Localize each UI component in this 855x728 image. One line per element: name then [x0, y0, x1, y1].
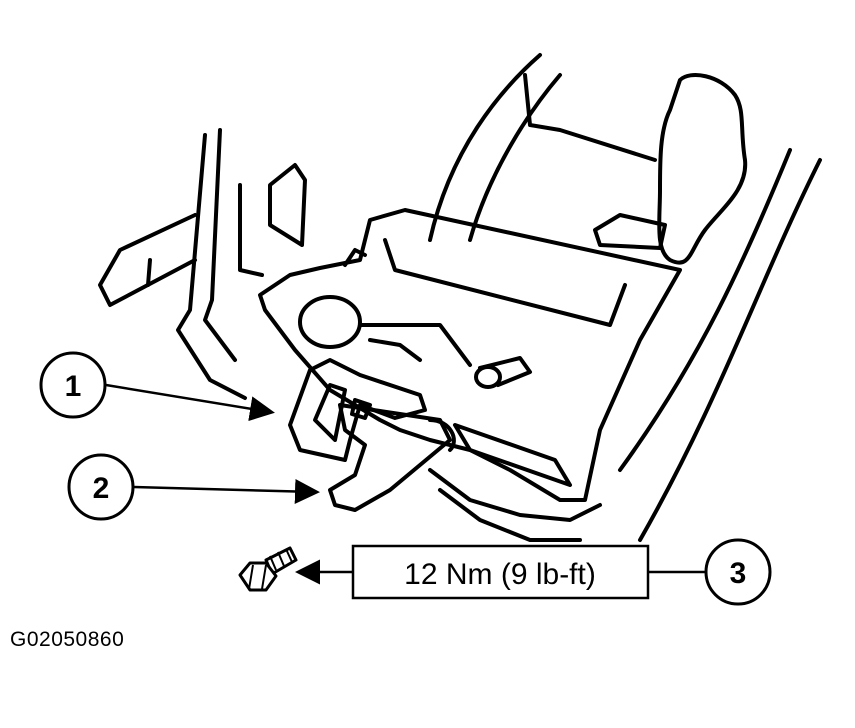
callout-1-circle [39, 351, 107, 419]
torque-spec-box [351, 544, 650, 600]
manual-lever [328, 403, 452, 512]
callout-2-leader [133, 478, 320, 504]
callout-1-leader [105, 383, 275, 422]
left-bracket-tab [98, 213, 197, 307]
left-rail-inner [203, 128, 237, 362]
callout-1-label: 1 [65, 370, 82, 403]
bolt-icon [238, 546, 298, 592]
upper-left-bracket [268, 163, 307, 247]
upper-casing-arc [428, 53, 542, 242]
callout-3-circle [704, 538, 772, 606]
lower-band [428, 468, 602, 522]
right-rail-inner [618, 148, 792, 472]
lever-bracket [288, 358, 427, 462]
boss-circle [298, 295, 362, 349]
right-rail-outer [638, 158, 822, 542]
figure-id: G02050860 [10, 628, 125, 651]
selector-shaft [453, 423, 572, 487]
callout-3-label: 3 [730, 557, 747, 590]
main-housing [258, 208, 682, 502]
right-housing-shape [657, 73, 748, 265]
left-rail-outer [176, 133, 247, 400]
callout-2-circle [67, 453, 135, 521]
callout-2-label: 2 [93, 472, 110, 505]
torque-spec-text: 12 Nm (9 lb-ft) [404, 558, 596, 591]
